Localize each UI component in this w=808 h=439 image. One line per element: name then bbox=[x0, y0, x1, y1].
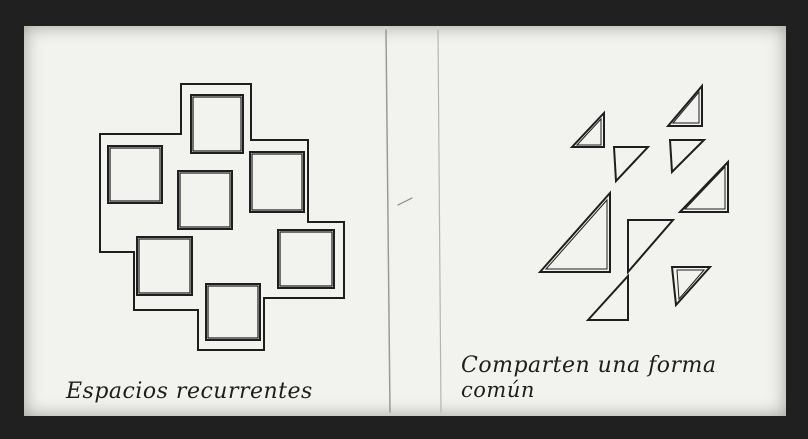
outer-outline bbox=[100, 84, 344, 350]
square-left bbox=[108, 146, 162, 203]
triangle bbox=[572, 113, 604, 147]
fold-mark bbox=[398, 198, 412, 205]
triangle bbox=[680, 162, 728, 212]
common-shape-triangles bbox=[540, 86, 728, 320]
square-top bbox=[191, 95, 243, 153]
triangle bbox=[668, 86, 702, 126]
square-center bbox=[178, 171, 232, 229]
triangle bbox=[670, 140, 704, 172]
square-bottom bbox=[206, 284, 260, 340]
caption-common-shape-line2: común bbox=[461, 380, 535, 401]
triangle bbox=[628, 220, 673, 272]
triangle bbox=[614, 147, 648, 181]
triangle-large bbox=[540, 193, 610, 272]
square-lower-left bbox=[137, 237, 192, 295]
recurring-squares bbox=[108, 95, 334, 340]
page-fold-line bbox=[386, 30, 390, 412]
caption-recurring-spaces: Espacios recurrentes bbox=[66, 381, 313, 403]
square-lower-right bbox=[278, 230, 334, 288]
triangle bbox=[588, 276, 628, 320]
page-fold-line-2 bbox=[438, 30, 441, 412]
square-right bbox=[250, 152, 304, 212]
caption-common-shape-line1: Comparten una forma bbox=[461, 355, 717, 377]
